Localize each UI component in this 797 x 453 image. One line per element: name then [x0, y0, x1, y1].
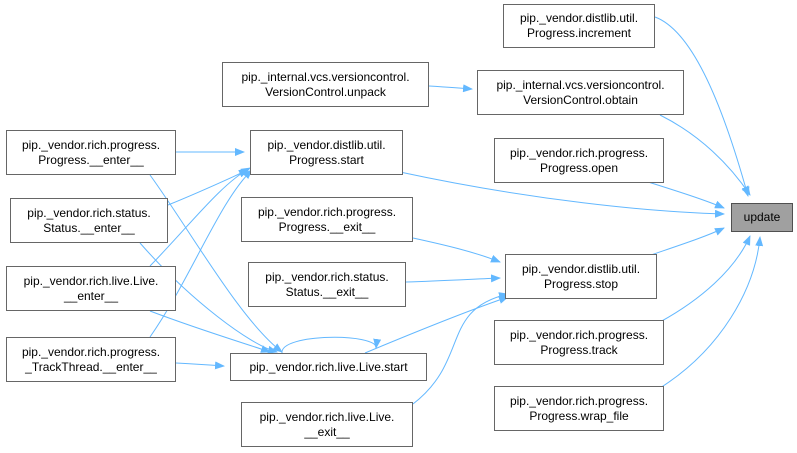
node-rp-exit[interactable]: pip._vendor.rich.progress.Progress.__exi… — [241, 197, 413, 242]
node-label-line: pip._vendor.rich.status. — [27, 205, 151, 220]
node-increment[interactable]: pip._vendor.distlib.util.Progress.increm… — [503, 4, 655, 48]
node-label-line: pip._vendor.rich.live.Live. — [23, 273, 159, 288]
edge-wrap_file-to-update — [659, 236, 764, 389]
node-label-line: pip._vendor.rich.progress. — [509, 145, 649, 160]
node-tt-enter[interactable]: pip._vendor.rich.progress._TrackThread._… — [6, 337, 176, 382]
edge-du_start-to-update — [399, 171, 725, 218]
edge-rp_exit-to-du_stop — [412, 237, 501, 263]
node-label-line: pip._internal.vcs.versioncontrol. — [496, 77, 665, 92]
node-rl-start[interactable]: pip._vendor.rich.live.Live.start — [230, 353, 427, 381]
node-label-line: pip._vendor.rich.progress. — [509, 327, 649, 342]
node-label-line: _TrackThread.__enter__ — [25, 359, 157, 374]
node-label-line: pip._vendor.distlib.util. — [267, 137, 386, 152]
edge-rl_start-to-du_stop — [364, 296, 509, 354]
node-wrap-file[interactable]: pip._vendor.rich.progress.Progress.wrap_… — [494, 386, 664, 431]
node-label-line: pip._vendor.rich.status. — [265, 269, 389, 284]
node-label-line: pip._vendor.rich.live.Live.start — [249, 359, 408, 374]
node-label-line: Progress.__exit__ — [278, 219, 376, 234]
node-rl-enter[interactable]: pip._vendor.rich.live.Live.__enter__ — [6, 266, 176, 311]
node-label-line: Progress.open — [539, 160, 619, 175]
node-label-line: Status.__exit__ — [285, 284, 369, 299]
edge-rs_enter-to-du_start — [167, 169, 249, 206]
edge-rl_enter-to-du_start — [149, 167, 251, 267]
node-label-line: update — [743, 210, 781, 224]
node-label-line: Status.__enter__ — [43, 220, 135, 235]
node-du-stop[interactable]: pip._vendor.distlib.util.Progress.stop — [505, 254, 657, 299]
node-rp-enter[interactable]: pip._vendor.rich.progress.Progress.__ent… — [6, 130, 176, 175]
edge-rl_enter-to-rl_start — [149, 310, 271, 353]
edge-rl_start-to-rl_start — [281, 336, 382, 354]
node-label-line: pip._internal.vcs.versioncontrol. — [241, 69, 410, 84]
node-label-line: pip._vendor.distlib.util. — [519, 11, 639, 25]
node-label-line: VersionControl.unpack — [265, 84, 386, 99]
node-label-line: pip._vendor.rich.progress. — [257, 204, 397, 219]
node-label-line: VersionControl.obtain — [523, 92, 638, 107]
edge-rs_exit-to-du_stop — [405, 274, 501, 283]
node-vcs-obtain[interactable]: pip._internal.vcs.versioncontrol.Version… — [477, 70, 684, 115]
node-label-line: Progress.stop — [543, 276, 619, 291]
node-vcs-unpack[interactable]: pip._internal.vcs.versioncontrol.Version… — [222, 62, 429, 107]
node-label-line: Progress.track — [540, 342, 618, 357]
node-label-line: pip._vendor.rich.progress. — [21, 344, 161, 359]
node-label-line: Progress.__enter__ — [38, 152, 144, 167]
edge-rp_open-to-update — [644, 180, 725, 209]
edge-du_stop-to-update — [647, 227, 725, 257]
edge-rp_enter-to-rl_start — [149, 174, 283, 353]
node-label-line: pip._vendor.rich.progress. — [509, 393, 649, 408]
edge-tt_enter-to-rl_start — [175, 361, 225, 370]
node-rs-enter[interactable]: pip._vendor.rich.status.Status.__enter__ — [10, 198, 168, 243]
node-du-start[interactable]: pip._vendor.distlib.util.Progress.start — [250, 130, 403, 175]
edge-tt_enter-to-du_start — [149, 169, 253, 338]
node-rp-open[interactable]: pip._vendor.rich.progress.Progress.open — [494, 138, 664, 183]
node-rp-track[interactable]: pip._vendor.rich.progress.Progress.track — [494, 320, 664, 365]
edge-vcs_obtain-to-update — [659, 114, 751, 196]
node-label-line: pip._vendor.rich.progress. — [21, 137, 161, 152]
node-update[interactable]: update — [731, 203, 793, 232]
edge-increment-to-update — [654, 16, 750, 197]
node-label-line: pip._vendor.rich.live.Live. — [259, 409, 395, 424]
node-label-line: pip._vendor.distlib.util. — [521, 261, 641, 276]
node-label-line: __enter__ — [63, 288, 119, 303]
node-rl-exit[interactable]: pip._vendor.rich.live.Live.__exit__ — [241, 402, 413, 447]
node-label-line: __exit__ — [304, 424, 350, 439]
edge-vcs_unpack-to-vcs_obtain — [428, 84, 473, 93]
node-rs-exit[interactable]: pip._vendor.rich.status.Status.__exit__ — [248, 262, 406, 307]
node-label-line: Progress.start — [289, 152, 364, 167]
node-label-line: Progress.increment — [526, 26, 632, 40]
edge-rp_track-to-update — [659, 235, 751, 323]
node-label-line: Progress.wrap_file — [529, 408, 629, 423]
edge-rl_exit-to-du_stop — [412, 292, 509, 405]
